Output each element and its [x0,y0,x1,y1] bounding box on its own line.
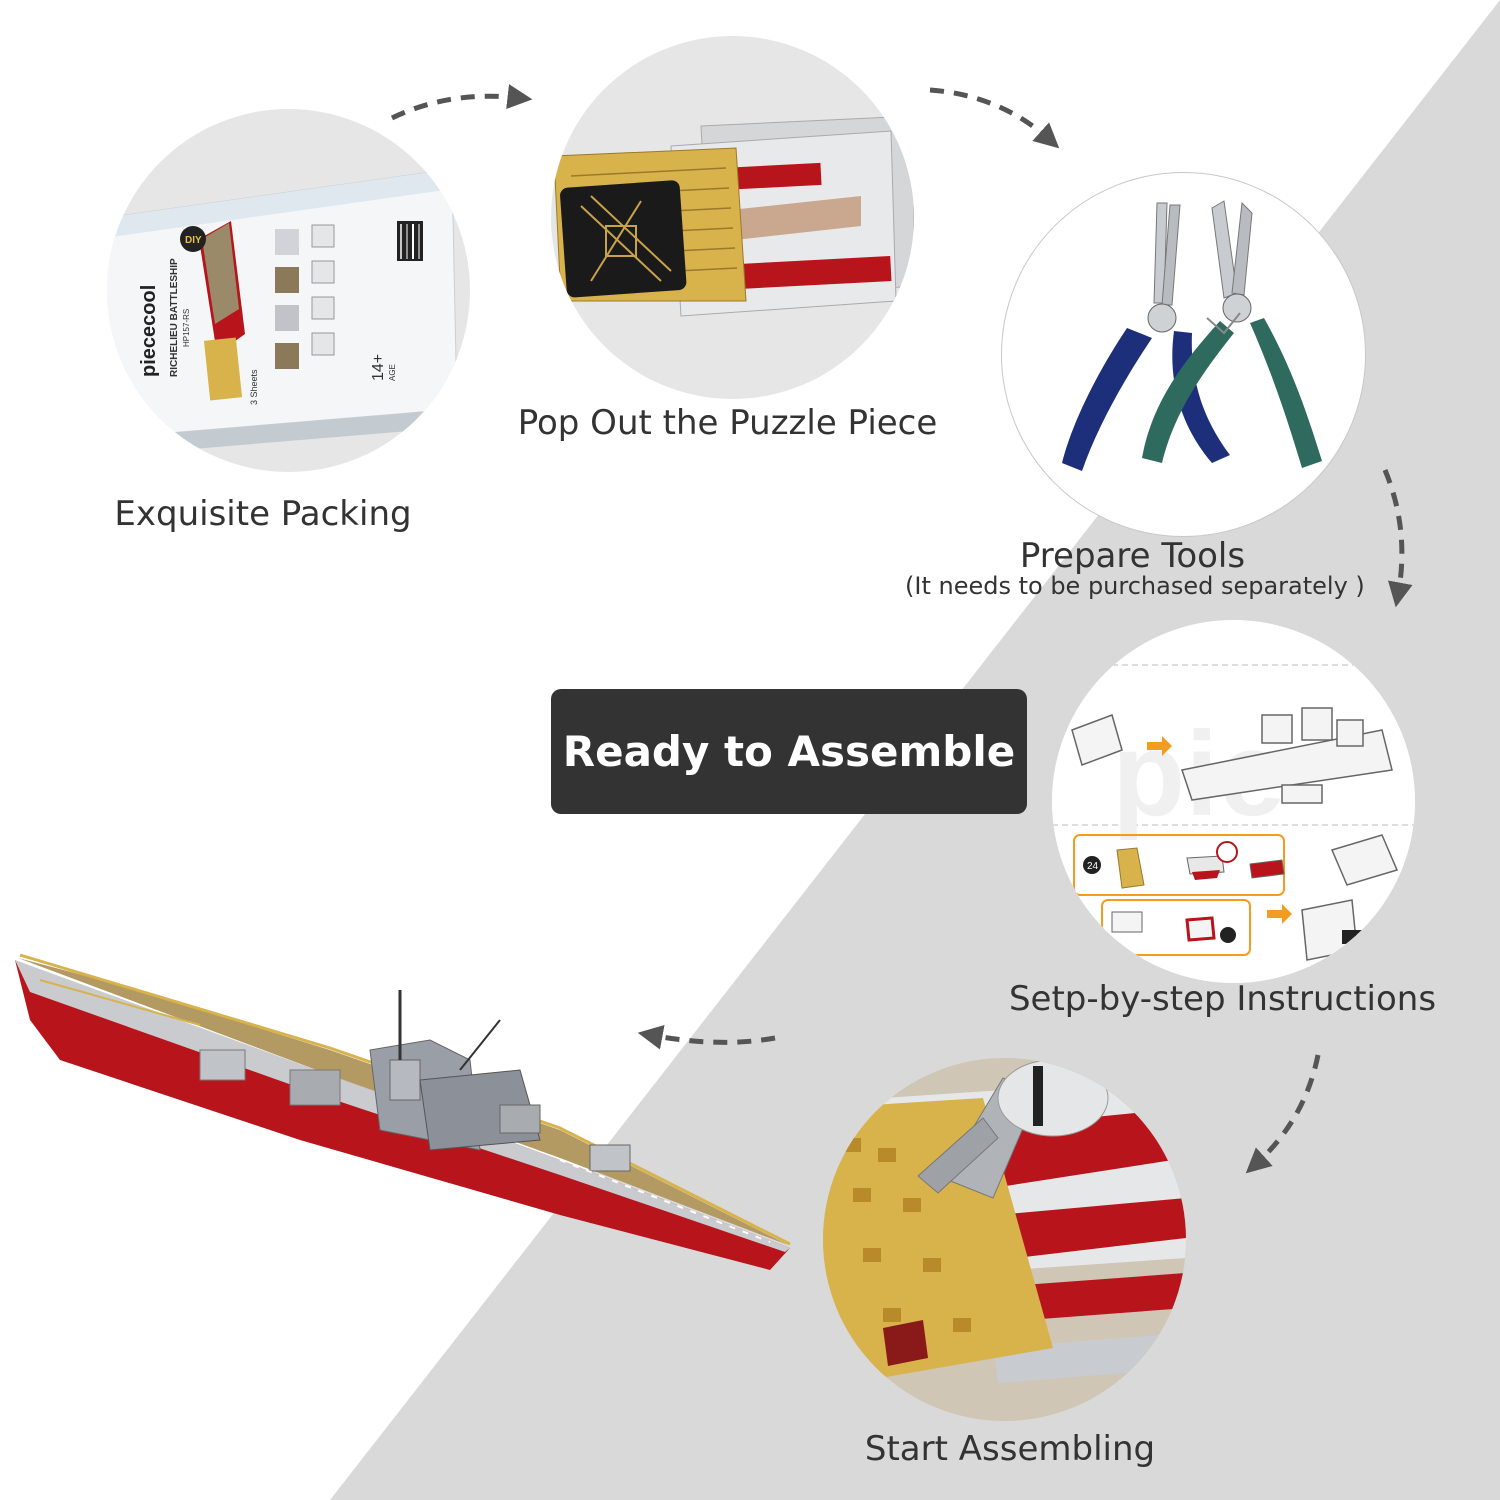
packaging-box-image: piececool RICHELIEU BATTLESHIP HP157-RS … [107,168,458,457]
packaging-brand-text: piececool [138,285,160,377]
cutting-pliers [1142,200,1322,468]
packaging-code-text: HP157-RS [182,309,191,347]
step-label-instructions: Setp-by-step Instructions [1008,979,1437,1019]
packaging-badge-text: DIY [185,235,202,246]
packaging-age-text: 14+ [370,354,387,381]
step-note-tools: (It needs to be purchased separately ) [905,572,1365,600]
packaging-sheets-text: 3 Sheets [249,369,259,405]
pliers-image [1062,200,1322,471]
packaging-circle: piececool RICHELIEU BATTLESHIP HP157-RS … [107,109,470,472]
step-label-assembling: Start Assembling [864,1429,1156,1469]
instruction-manual-image: pie 24 [1052,620,1415,983]
instructions-circle: pie 24 [1052,620,1415,983]
step-label-pop-out: Pop Out the Puzzle Piece [517,403,938,443]
packaging-product-text: RICHELIEU BATTLESHIP [169,258,180,377]
step-label-prepare-tools: Prepare Tools [1019,536,1246,576]
packaging-age-label: AGE [388,364,397,381]
assembly-closeup-image [823,1058,1186,1421]
svg-text:24: 24 [1087,861,1099,872]
battleship-model-image [15,953,791,1270]
ready-to-assemble-text: Ready to Assemble [562,727,1016,776]
puzzle-sheets-circle [551,36,914,399]
metal-sheets-image [553,115,914,317]
tools-circle [1001,172,1366,537]
assembling-circle [823,1058,1186,1421]
step-label-packing: Exquisite Packing [114,494,412,534]
ready-to-assemble-badge: Ready to Assemble [551,689,1027,814]
